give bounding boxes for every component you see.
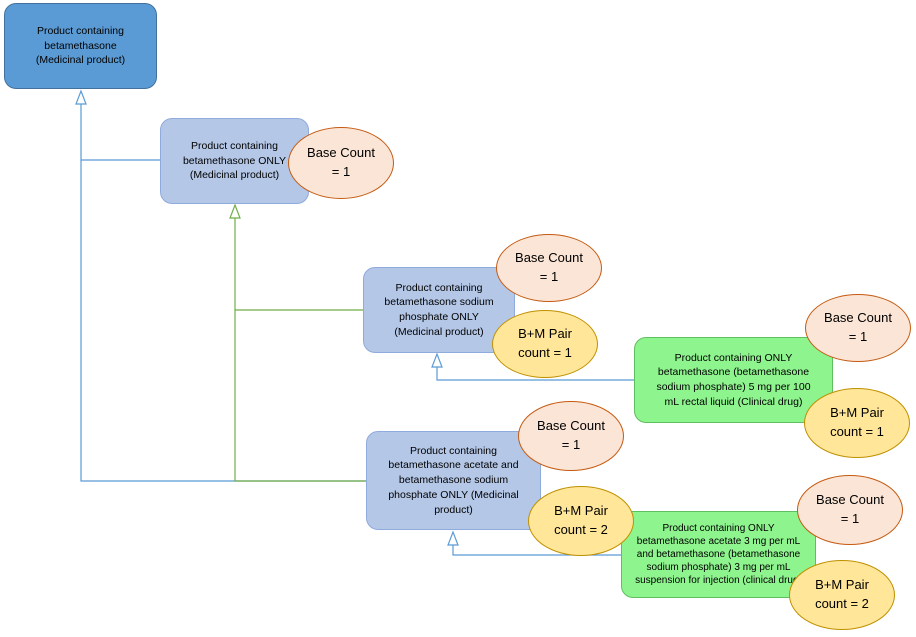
- node-betamethasone-only: Product containing betamethasone ONLY (M…: [160, 118, 309, 204]
- node-acetate-and-phosphate-only: Product containing betamethasone acetate…: [366, 431, 541, 530]
- arrowhead-only: [229, 203, 241, 219]
- edge-only-to-root: [80, 97, 160, 161]
- edge-acetate-to-root: [80, 160, 366, 482]
- edge-injection-to-acetate: [452, 542, 621, 556]
- arrowhead-phosphate: [431, 352, 443, 368]
- base-count-phosphate: Base Count = 1: [496, 234, 602, 302]
- arrowhead-root: [75, 89, 87, 105]
- edge-rectal-to-phosphate: [436, 365, 634, 381]
- arrowhead-acetate: [447, 530, 459, 546]
- pair-count-acetate: B+M Pair count = 2: [528, 486, 634, 556]
- node-injection-clinical-drug: Product containing ONLY betamethasone ac…: [621, 511, 816, 598]
- base-count-only: Base Count = 1: [288, 127, 394, 199]
- pair-count-injection: B+M Pair count = 2: [789, 560, 895, 630]
- edge-phosphate-to-only: [234, 218, 363, 311]
- pair-count-rectal-liquid: B+M Pair count = 1: [804, 388, 910, 458]
- node-rectal-liquid-clinical-drug: Product containing ONLY betamethasone (b…: [634, 337, 833, 423]
- edge-acetate-to-only: [234, 310, 366, 482]
- base-count-rectal-liquid: Base Count = 1: [805, 294, 911, 362]
- node-sodium-phosphate-only: Product containing betamethasone sodium …: [363, 267, 515, 353]
- pair-count-phosphate: B+M Pair count = 1: [492, 310, 598, 378]
- node-betamethasone-product: Product containing betamethasone (Medici…: [4, 3, 157, 89]
- base-count-injection: Base Count = 1: [797, 475, 903, 545]
- base-count-acetate: Base Count = 1: [518, 401, 624, 471]
